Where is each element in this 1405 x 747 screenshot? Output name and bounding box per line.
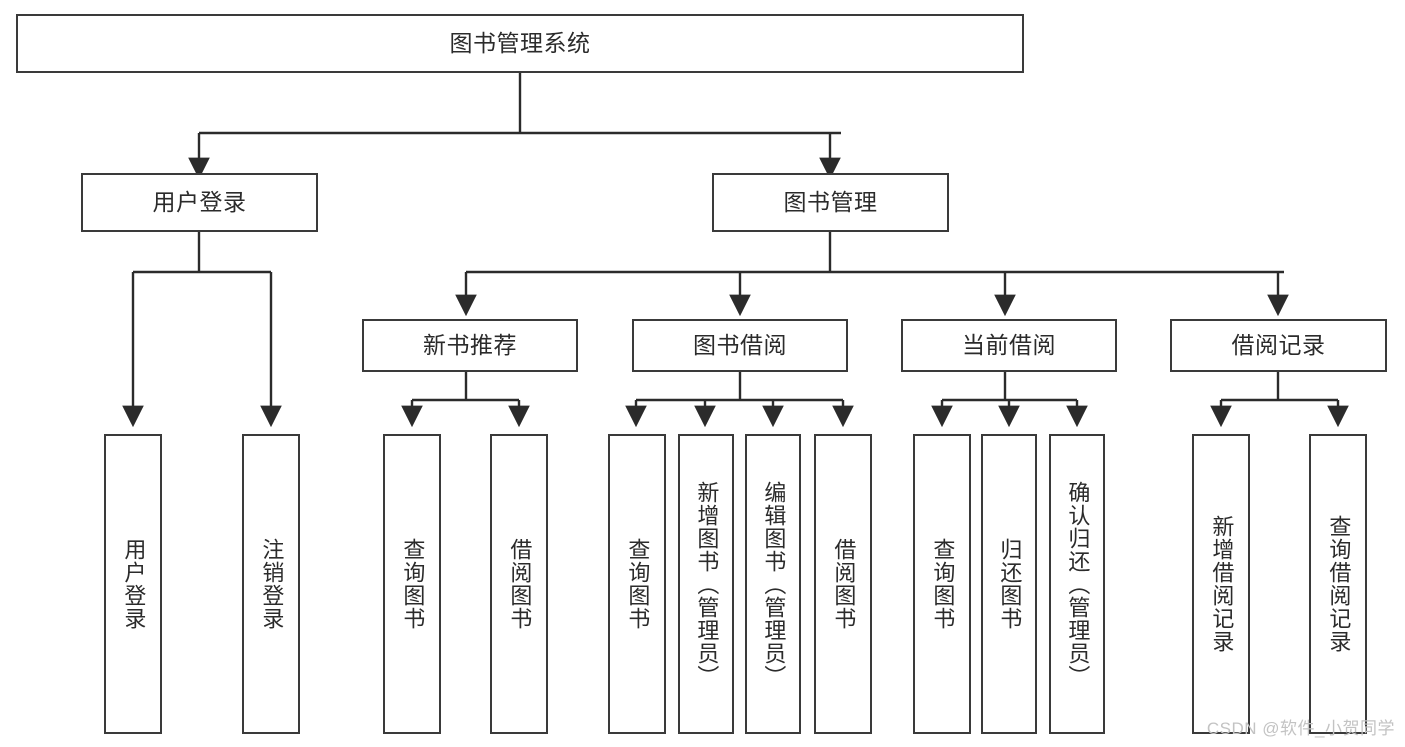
node-leaf-query-book-3[interactable]: 查询图书 xyxy=(913,434,971,734)
node-leaf-confirm-return[interactable]: 确认归还（管理员） xyxy=(1049,434,1105,734)
node-book-manage[interactable]: 图书管理 xyxy=(712,173,949,232)
node-leaf-query-record[interactable]: 查询借阅记录 xyxy=(1309,434,1367,734)
node-book-borrow-label: 图书借阅 xyxy=(693,331,787,358)
node-leaf-query-book-1-label: 查询图书 xyxy=(400,538,426,630)
node-leaf-borrow-book-2-label: 借阅图书 xyxy=(831,538,857,630)
node-leaf-user-login[interactable]: 用户登录 xyxy=(104,434,162,734)
node-leaf-query-book-1[interactable]: 查询图书 xyxy=(383,434,441,734)
node-leaf-user-logout[interactable]: 注销登录 xyxy=(242,434,300,734)
node-leaf-query-book-3-label: 查询图书 xyxy=(930,538,956,630)
node-leaf-add-book[interactable]: 新增图书（管理员） xyxy=(678,434,734,734)
node-root-label: 图书管理系统 xyxy=(449,29,591,56)
node-user-login[interactable]: 用户登录 xyxy=(81,173,318,232)
node-book-borrow[interactable]: 图书借阅 xyxy=(632,319,848,372)
node-user-login-label: 用户登录 xyxy=(152,188,247,215)
node-leaf-confirm-return-label: 确认归还（管理员） xyxy=(1065,480,1091,688)
node-leaf-query-record-label: 查询借阅记录 xyxy=(1326,515,1352,653)
node-leaf-add-record[interactable]: 新增借阅记录 xyxy=(1192,434,1250,734)
node-leaf-borrow-book-1[interactable]: 借阅图书 xyxy=(490,434,548,734)
node-leaf-query-book-2-label: 查询图书 xyxy=(625,538,651,630)
node-leaf-user-logout-label: 注销登录 xyxy=(259,538,285,630)
node-leaf-edit-book-label: 编辑图书（管理员） xyxy=(761,480,787,688)
node-leaf-add-record-label: 新增借阅记录 xyxy=(1209,515,1235,653)
node-leaf-user-login-label: 用户登录 xyxy=(121,538,147,630)
node-root[interactable]: 图书管理系统 xyxy=(16,14,1024,73)
node-leaf-borrow-book-1-label: 借阅图书 xyxy=(507,538,533,630)
watermark: CSDN @软件_小贺同学 xyxy=(1206,719,1395,738)
node-leaf-return-book[interactable]: 归还图书 xyxy=(981,434,1037,734)
node-book-manage-label: 图书管理 xyxy=(783,188,878,215)
node-leaf-edit-book[interactable]: 编辑图书（管理员） xyxy=(745,434,801,734)
node-leaf-borrow-book-2[interactable]: 借阅图书 xyxy=(814,434,872,734)
node-new-book-rec-label: 新书推荐 xyxy=(423,331,517,358)
node-borrow-record-label: 借阅记录 xyxy=(1231,331,1326,358)
node-leaf-add-book-label: 新增图书（管理员） xyxy=(694,480,720,688)
node-new-book-rec[interactable]: 新书推荐 xyxy=(362,319,578,372)
node-leaf-return-book-label: 归还图书 xyxy=(997,538,1023,630)
node-current-borrow-label: 当前借阅 xyxy=(962,331,1056,358)
node-leaf-query-book-2[interactable]: 查询图书 xyxy=(608,434,666,734)
node-borrow-record[interactable]: 借阅记录 xyxy=(1170,319,1387,372)
node-current-borrow[interactable]: 当前借阅 xyxy=(901,319,1117,372)
